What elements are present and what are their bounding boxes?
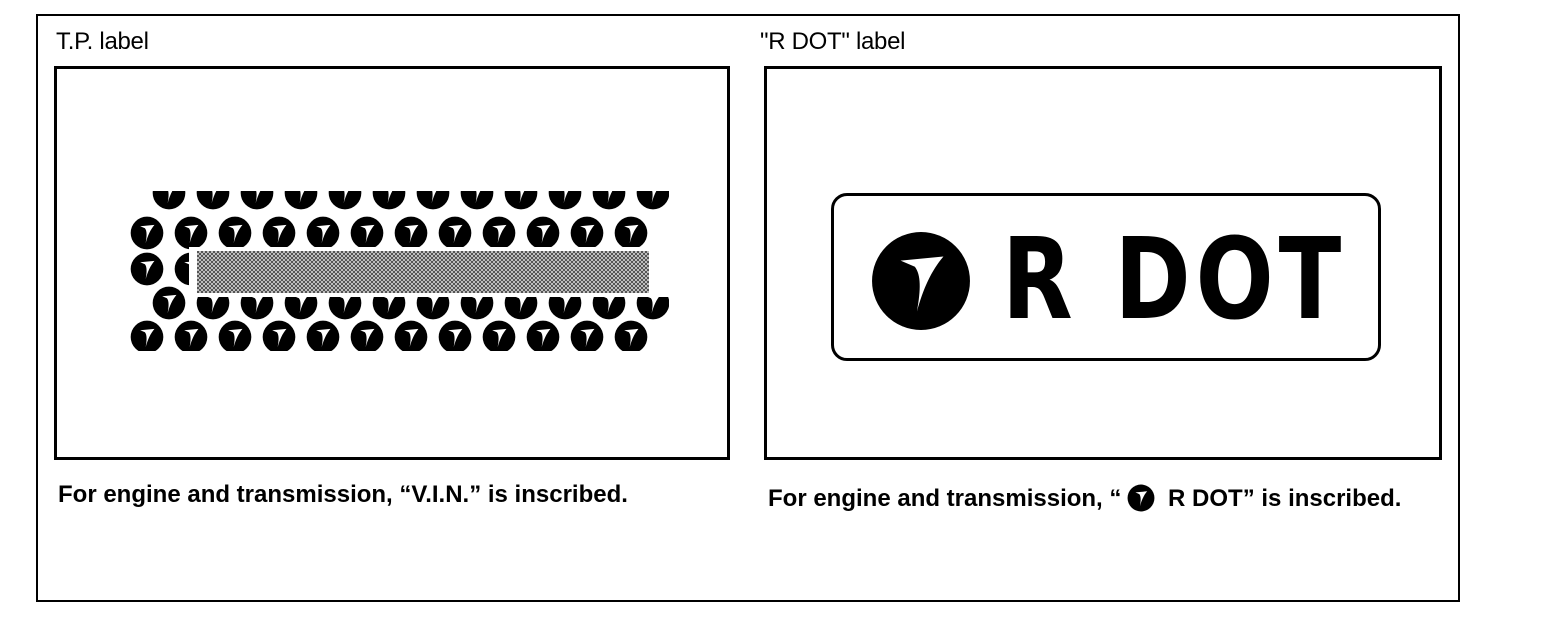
rdot-badge-text: R DOT bbox=[1002, 215, 1347, 345]
tp-label-image-box bbox=[54, 66, 730, 460]
rdot-caption-before: For engine and transmission, “ bbox=[768, 485, 1122, 512]
tp-label-pattern bbox=[130, 191, 669, 351]
tp-label-caption: For engine and transmission, “V.I.N.” is… bbox=[58, 481, 628, 508]
figure-frame bbox=[36, 14, 1460, 602]
rdot-caption-after: R DOT” is inscribed. bbox=[1161, 485, 1402, 512]
inline-emblem-icon bbox=[1127, 484, 1155, 512]
rdot-label-image-box: R DOT bbox=[764, 66, 1442, 460]
emblem-icon bbox=[870, 230, 972, 332]
rdot-label-caption: For engine and transmission, “ R DOT” is… bbox=[768, 484, 1408, 514]
rdot-badge: R DOT bbox=[831, 193, 1381, 361]
tp-label-title: T.P. label bbox=[56, 28, 149, 55]
rdot-label-title: "R DOT" label bbox=[760, 28, 906, 55]
